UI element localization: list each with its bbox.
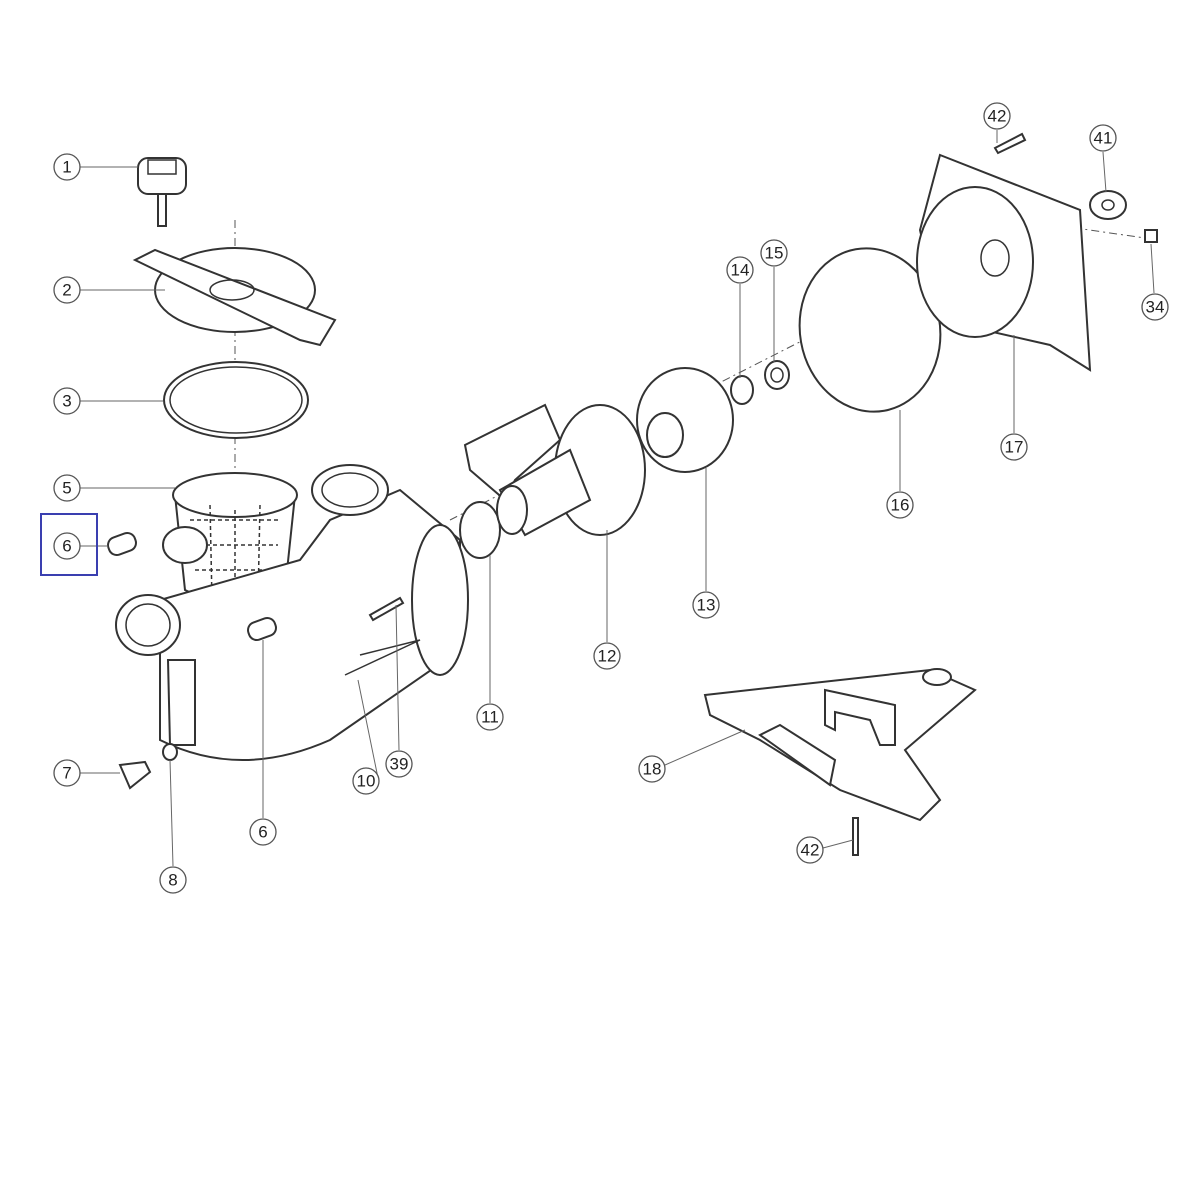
callout-16: 16 (886, 491, 914, 519)
callout-42-upper: 42 (983, 102, 1011, 130)
part-washer (1089, 190, 1127, 220)
part-small-o-ring (162, 743, 178, 761)
svg-text:16: 16 (891, 496, 910, 515)
callout-12: 12 (593, 642, 621, 670)
part-bolt (852, 817, 859, 856)
callout-8: 8 (159, 866, 187, 894)
callout-14: 14 (726, 256, 754, 284)
callout-15: 15 (760, 239, 788, 267)
part-screw (368, 596, 405, 622)
part-seal-ring (764, 360, 790, 390)
svg-text:10: 10 (357, 772, 376, 791)
part-seal (730, 375, 754, 405)
part-bolt (993, 132, 1027, 155)
svg-text:6: 6 (62, 537, 71, 556)
callout-6-lower: 6 (249, 818, 277, 846)
part-drain-plug (247, 617, 277, 641)
callout-34: 34 (1141, 293, 1169, 321)
svg-text:2: 2 (62, 281, 71, 300)
svg-text:18: 18 (643, 760, 662, 779)
svg-text:42: 42 (988, 107, 1007, 126)
svg-text:34: 34 (1146, 298, 1165, 317)
callout-13: 13 (692, 591, 720, 619)
svg-text:15: 15 (765, 244, 784, 263)
svg-text:12: 12 (598, 647, 617, 666)
part-diffuser (463, 403, 646, 537)
svg-text:42: 42 (801, 841, 820, 860)
callout-10: 10 (352, 767, 380, 795)
svg-text:5: 5 (62, 479, 71, 498)
part-diffuser-o-ring (459, 501, 501, 559)
callout-3: 3 (53, 387, 81, 415)
callout-1: 1 (53, 153, 81, 181)
svg-text:39: 39 (390, 755, 409, 774)
callout-41: 41 (1089, 124, 1117, 152)
callout-17: 17 (1000, 433, 1028, 461)
svg-text:1: 1 (62, 158, 71, 177)
callout-2: 2 (53, 276, 81, 304)
svg-text:13: 13 (697, 596, 716, 615)
svg-text:3: 3 (62, 392, 71, 411)
callout-7: 7 (53, 759, 81, 787)
svg-text:7: 7 (62, 764, 71, 783)
part-lid-clamp (132, 247, 337, 347)
svg-text:11: 11 (481, 708, 499, 727)
part-impeller (636, 367, 734, 473)
svg-text:6: 6 (258, 823, 267, 842)
part-lid-o-ring (163, 361, 309, 439)
part-seal-plate (916, 153, 1092, 372)
part-drain-screw (118, 760, 152, 790)
part-pump-housing (115, 464, 469, 761)
part-knob (137, 157, 187, 227)
svg-text:17: 17 (1005, 438, 1024, 457)
callout-42-lower: 42 (796, 836, 824, 864)
callout-39: 39 (385, 750, 413, 778)
callout-18: 18 (638, 755, 666, 783)
part-motor-base (703, 668, 977, 822)
part-drain-plug (107, 532, 137, 556)
svg-text:14: 14 (731, 261, 750, 280)
leader-lines (80, 130, 1155, 867)
highlight-box (40, 513, 98, 576)
callout-11: 11 (476, 703, 504, 731)
svg-text:8: 8 (168, 871, 177, 890)
callout-5: 5 (53, 474, 81, 502)
callout-6-highlighted[interactable]: 6 (53, 532, 81, 560)
part-nut (1144, 229, 1158, 243)
svg-text:41: 41 (1094, 129, 1113, 148)
